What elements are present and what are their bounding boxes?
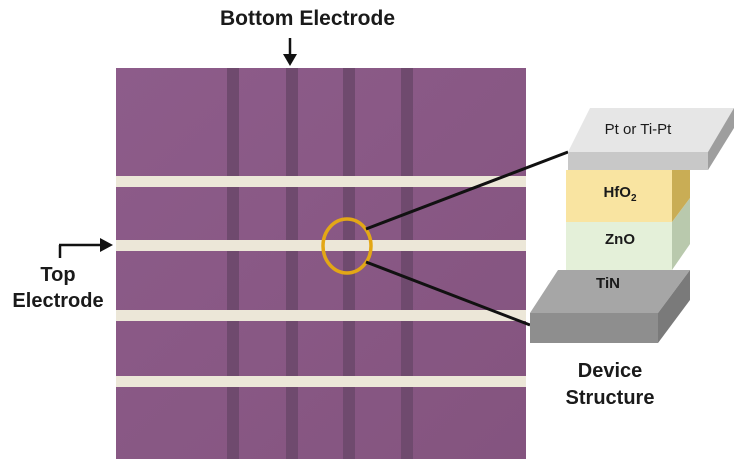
device-structure-label-line1: Device (577, 360, 643, 382)
hfo2-layer-side (672, 170, 690, 222)
device-stack (530, 108, 734, 343)
top-electrode-stripe (116, 240, 526, 251)
device-structure-label: Device Structure (550, 358, 670, 412)
top-electrode-label: Top Electrode (6, 262, 110, 314)
bottom-electrode-stripe (343, 68, 355, 459)
bottom-electrode-stripe (401, 68, 413, 459)
tin-layer-top (530, 270, 690, 313)
hfo2-layer-label-main: HfO (603, 184, 631, 201)
device-structure-label-line2: Structure (565, 387, 655, 409)
pt-layer-front (568, 152, 708, 170)
zno-layer-front (566, 222, 672, 270)
highlight-circle (321, 217, 373, 275)
hfo2-layer-label: HfO2 (566, 184, 674, 204)
tin-layer-front (530, 313, 658, 343)
top-electrode-stripe (116, 376, 526, 387)
pt-layer-label: Pt or Ti-Pt (604, 121, 672, 138)
hfo2-layer-front (566, 170, 672, 222)
top-electrode-label-line2: Electrode (12, 290, 104, 312)
pt-layer-side (708, 108, 734, 170)
bottom-electrode-stripes (227, 68, 413, 459)
bottom-electrode-arrow (283, 38, 297, 66)
top-electrode-stripes (116, 176, 526, 387)
hfo2-layer-label-subscript: 2 (630, 193, 637, 204)
top-electrode-stripe (116, 176, 526, 187)
top-electrode-label-line1: Top (40, 264, 76, 286)
connector-line (365, 260, 531, 327)
tin-layer-label: TiN (596, 275, 620, 292)
top-electrode-stripe (116, 310, 526, 321)
pt-layer-top (568, 108, 734, 152)
tin-layer-side (658, 270, 690, 343)
connector-line (365, 150, 569, 231)
bottom-electrode-stripe (286, 68, 298, 459)
micrograph-substrate (116, 68, 526, 459)
bottom-electrode-stripe (227, 68, 239, 459)
bottom-electrode-label: Bottom Electrode (220, 7, 396, 30)
zno-layer-label: ZnO (605, 231, 635, 248)
top-electrode-arrow (58, 238, 113, 258)
